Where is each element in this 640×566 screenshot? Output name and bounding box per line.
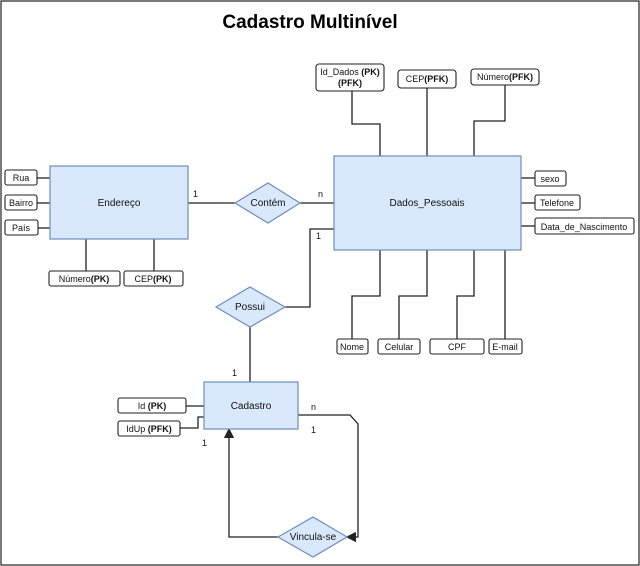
diagram-title: Cadastro Multinível (222, 12, 397, 33)
attribute-celular[interactable] (377, 338, 421, 355)
attribute-nome[interactable] (336, 338, 369, 355)
cardinality-endereco-contem: 1 (193, 189, 198, 199)
attribute-cpf[interactable] (429, 338, 485, 355)
attribute-data-nascimento[interactable] (534, 217, 635, 235)
attribute-idup-label: IdUp (PFK) (126, 424, 172, 434)
attribute-cpf-label: CPF (448, 342, 467, 352)
cardinality-dados-possui: 1 (316, 231, 321, 241)
attribute-email-label: E-mail (492, 342, 518, 352)
attribute-cep-endereco-label: CEP(PK) (134, 274, 171, 284)
entity-dados-pessoais[interactable] (333, 155, 522, 251)
relationship-possui[interactable] (214, 286, 287, 328)
cardinality-possui-cadastro: 1 (232, 368, 237, 378)
attribute-numero-dados-label: Número(PFK) (477, 72, 533, 82)
cardinality-cadastro-n: n (311, 402, 316, 412)
relationship-contem-label: Contém (250, 198, 285, 209)
attribute-id-cadastro[interactable] (117, 397, 187, 414)
entity-cadastro[interactable] (203, 381, 299, 430)
attribute-pais-label: País (12, 223, 31, 233)
attribute-id-dados-key2: (PFK) (338, 78, 362, 88)
attribute-id-cadastro-label: Id (PK) (138, 401, 167, 411)
attribute-bairro-label: Bairro (9, 198, 33, 208)
attribute-telefone[interactable] (534, 194, 581, 211)
attribute-id-dados-label: Id_Dados (PK) (320, 67, 380, 77)
attribute-rua[interactable] (4, 169, 38, 186)
attribute-pais[interactable] (4, 219, 39, 236)
attribute-idup[interactable] (117, 420, 181, 437)
attribute-numero-dados[interactable] (470, 68, 540, 86)
attribute-nome-label: Nome (340, 342, 364, 352)
cardinality-cadastro-1-right: 1 (311, 425, 316, 435)
entity-endereco-label: Endereço (98, 198, 141, 209)
attribute-id-dados[interactable] (315, 63, 385, 92)
attribute-cep-endereco[interactable] (123, 270, 184, 287)
cardinality-cadastro-1-left: 1 (202, 438, 207, 448)
attribute-sexo-label: sexo (540, 174, 559, 184)
attribute-cep-dados-label: CEP(PFK) (406, 74, 449, 84)
attribute-cep-dados[interactable] (397, 69, 457, 89)
attribute-bairro[interactable] (4, 194, 38, 211)
attribute-data-nascimento-label: Data_de_Nascimento (541, 222, 628, 232)
entity-endereco[interactable] (49, 165, 189, 240)
attribute-numero-endereco[interactable] (48, 270, 121, 287)
relationship-vincula-se[interactable] (276, 516, 349, 558)
attribute-telefone-label: Telefone (540, 198, 574, 208)
attribute-email[interactable] (488, 338, 523, 355)
entity-dados-pessoais-label: Dados_Pessoais (389, 198, 464, 209)
attribute-celular-label: Celular (385, 342, 414, 352)
relationship-vincula-se-label: Vincula-se (290, 532, 337, 543)
cardinality-contem-dados: n (318, 189, 323, 199)
attribute-rua-label: Rua (13, 173, 30, 183)
connectors (37, 85, 535, 543)
entity-cadastro-label: Cadastro (231, 401, 272, 412)
attribute-sexo[interactable] (534, 170, 567, 187)
relationship-contem[interactable] (233, 182, 302, 224)
relationship-possui-label: Possui (235, 302, 265, 313)
attribute-numero-endereco-label: Número(PK) (59, 274, 110, 284)
